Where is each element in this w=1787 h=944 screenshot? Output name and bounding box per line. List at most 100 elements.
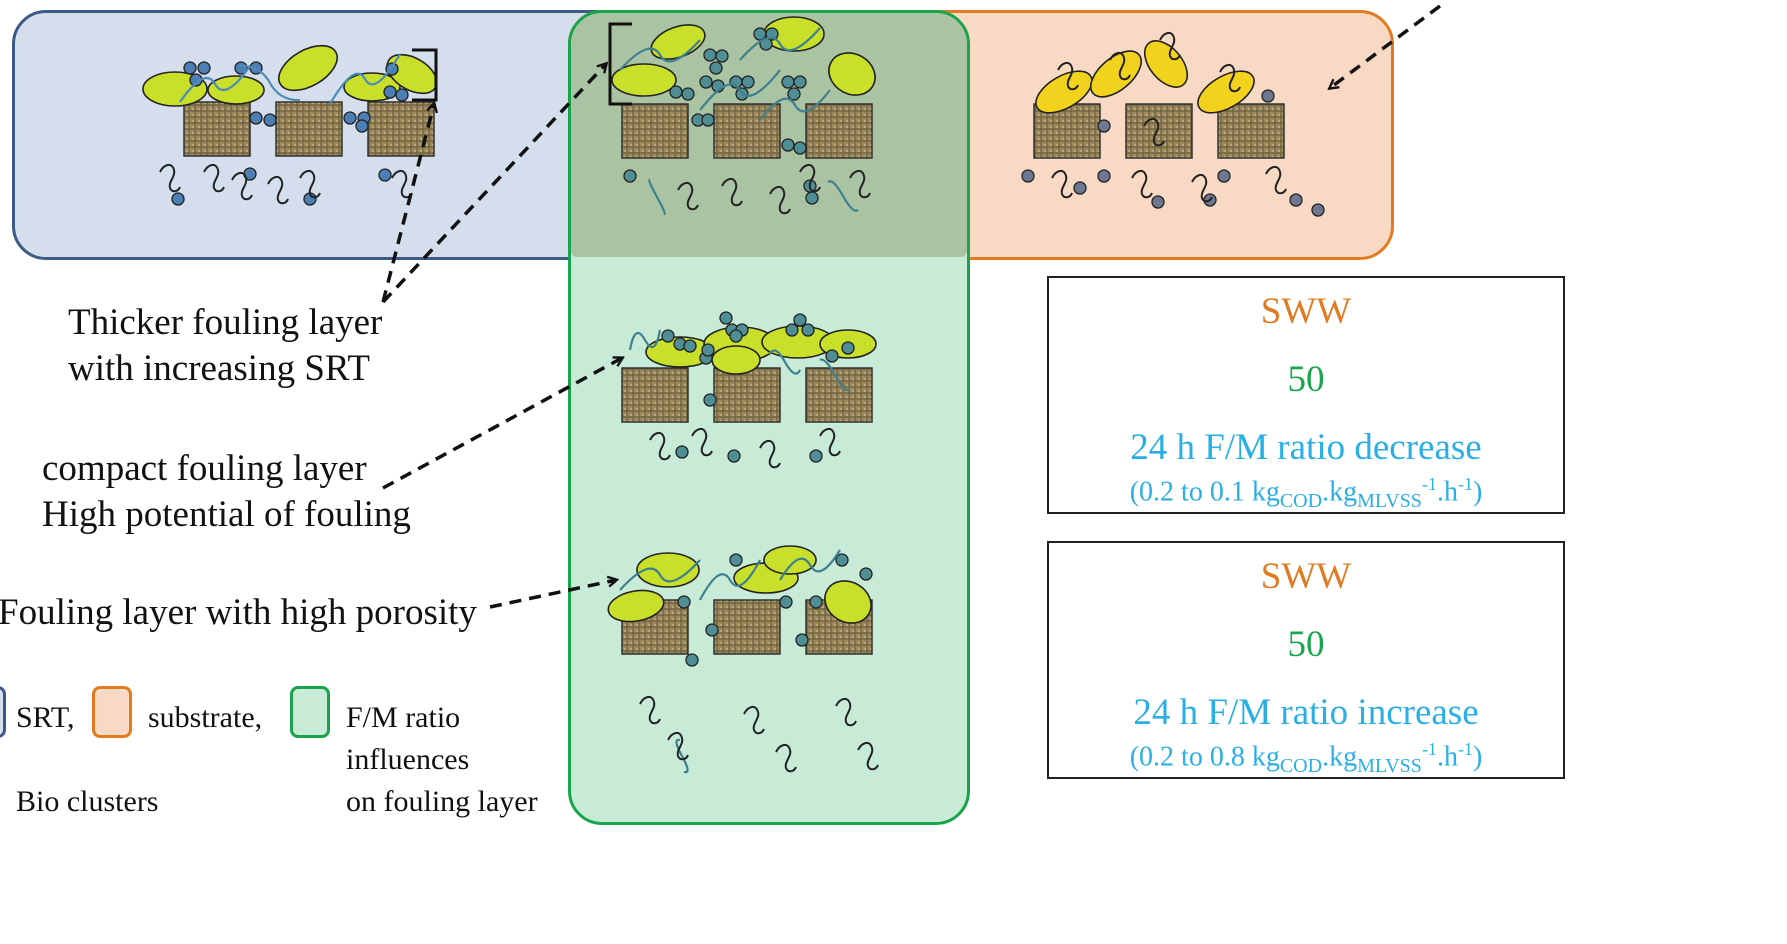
- colloid-particle: [779, 595, 793, 609]
- eps-strand: [648, 178, 666, 216]
- bio-cell: [1035, 70, 1093, 114]
- membrane-module: [621, 103, 689, 159]
- thickness-bracket-overlap: [608, 22, 632, 106]
- eps-strand: [649, 432, 671, 461]
- membrane-module: [183, 101, 251, 157]
- membrane-module: [713, 599, 781, 655]
- eps-strand: [1191, 174, 1213, 203]
- colloid-particle: [801, 323, 815, 337]
- condition-range: (0.2 to 0.8 kgCOD.kgMLVSS-1.h-1): [1129, 739, 1483, 777]
- colloid-particle: [793, 141, 807, 155]
- eps-strand: [391, 170, 413, 199]
- colloid-particle: [859, 567, 873, 581]
- eps-strand: [759, 440, 781, 469]
- bio-cell: [1090, 50, 1142, 98]
- eps-strand: [619, 39, 701, 71]
- colloid-particle: [669, 85, 683, 99]
- eps-strand: [675, 738, 689, 774]
- eps-strand: [267, 176, 289, 205]
- eps-strand: [769, 349, 801, 375]
- colloid-particle: [1097, 119, 1111, 133]
- bio-cell: [1143, 40, 1189, 88]
- colloid-particle: [787, 87, 801, 101]
- caption-compact-layer: compact fouling layer High potential of …: [42, 446, 411, 538]
- eps-strand: [779, 549, 841, 581]
- colloid-particle: [685, 653, 699, 667]
- colloid-particle: [809, 595, 823, 609]
- membrane-module: [621, 367, 689, 423]
- bio-cell: [607, 589, 665, 623]
- eps-strand: [835, 698, 857, 727]
- colloid-particle: [1151, 195, 1165, 209]
- bio-cell: [1197, 70, 1255, 114]
- colloid-particle: [781, 75, 795, 89]
- condition-range: (0.2 to 0.1 kgCOD.kgMLVSS-1.h-1): [1129, 474, 1483, 512]
- eps-strand: [667, 732, 689, 761]
- membrane-module: [713, 103, 781, 159]
- colloid-particle: [263, 113, 277, 127]
- condition-value: 50: [1287, 624, 1325, 665]
- caption-thicker-line2: with increasing SRT: [68, 348, 370, 389]
- bio-cell: [828, 52, 876, 96]
- condition-fm-line: 24 h F/M ratio increase: [1133, 692, 1479, 733]
- colloid-particle: [793, 313, 807, 327]
- colloid-particle: [343, 111, 357, 125]
- colloid-particle: [1097, 169, 1111, 183]
- colloid-particle: [729, 553, 743, 567]
- colloid-particle: [171, 192, 185, 206]
- bio-cell: [824, 580, 872, 624]
- eps-strand: [739, 27, 821, 61]
- colloid-particle: [1217, 169, 1231, 183]
- caption-thicker-layer: Thicker fouling layer with increasing SR…: [68, 300, 382, 392]
- colloid-particle: [1021, 169, 1035, 183]
- condition-fm-line: 24 h F/M ratio decrease: [1130, 427, 1482, 468]
- eps-strand: [239, 64, 301, 102]
- colloid-particle: [1289, 193, 1303, 207]
- eps-strand: [769, 186, 791, 215]
- arrow-to-srt-layer: [381, 104, 434, 303]
- colloid-particle: [825, 349, 839, 363]
- colloid-particle: [395, 88, 409, 102]
- membrane-module: [275, 101, 343, 157]
- colloid-particle: [197, 61, 211, 75]
- eps-strand: [329, 53, 401, 105]
- colloid-particle: [793, 75, 807, 89]
- membrane-module: [713, 367, 781, 423]
- membrane-module: [1217, 103, 1285, 159]
- condition-substrate: SWW: [1260, 556, 1352, 597]
- colloid-particle: [729, 329, 743, 343]
- eps-strand: [628, 329, 662, 351]
- legend-substrate-swatch: [92, 686, 132, 738]
- colloid-particle: [715, 49, 729, 63]
- eps-strand: [231, 172, 253, 201]
- arrow-substrate-input: [1330, 4, 1442, 88]
- colloid-particle: [378, 168, 392, 182]
- colloid-particle: [623, 169, 637, 183]
- caption-porous-layer: Fouling layer with high porosity: [0, 592, 477, 633]
- membrane-module: [367, 101, 435, 157]
- colloid-particle: [785, 323, 799, 337]
- colloid-particle: [781, 138, 795, 152]
- eps-strand: [819, 358, 851, 392]
- colloid-particle: [355, 119, 369, 133]
- colloid-particle: [699, 75, 713, 89]
- caption-compact-line2: High potential of fouling: [42, 494, 411, 535]
- legend-fm-line3: on fouling layer: [346, 785, 538, 818]
- eps-strand: [1131, 170, 1153, 199]
- bio-cell: [711, 345, 761, 375]
- caption-compact-line1: compact fouling layer: [42, 448, 367, 489]
- colloid-particle: [741, 75, 755, 89]
- eps-strand: [743, 706, 765, 735]
- colloid-particle: [795, 633, 809, 647]
- arrow-to-overlap-layer: [381, 64, 606, 304]
- eps-strand: [699, 559, 761, 601]
- colloid-particle: [809, 449, 823, 463]
- colloid-particle: [703, 48, 717, 62]
- arrow-to-compact-layer: [382, 358, 622, 490]
- thickness-bracket-srt: [412, 48, 438, 102]
- eps-strand: [1109, 52, 1131, 81]
- colloid-particle: [383, 85, 397, 99]
- bio-cell: [207, 75, 265, 105]
- eps-strand: [699, 69, 781, 111]
